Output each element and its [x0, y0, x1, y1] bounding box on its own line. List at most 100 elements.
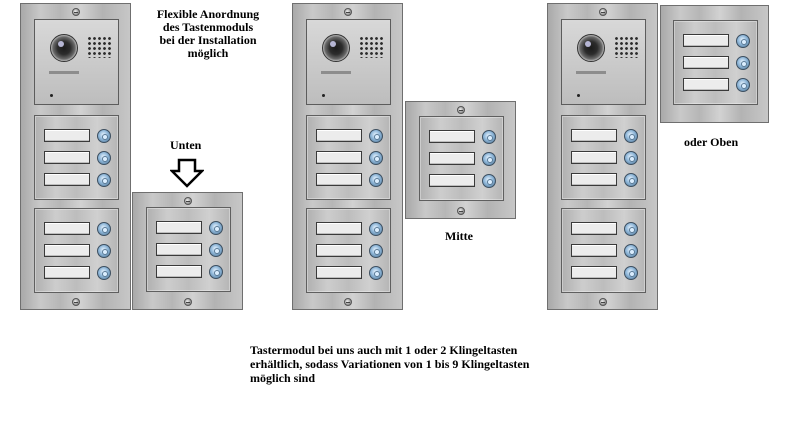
name-card — [316, 222, 362, 235]
screw-icon — [72, 298, 80, 306]
name-card — [156, 243, 202, 256]
name-card — [429, 130, 475, 143]
name-card — [44, 173, 90, 186]
name-card — [316, 129, 362, 142]
bell-button-icon[interactable] — [624, 129, 638, 143]
screw-icon — [599, 8, 607, 16]
screw-icon — [599, 298, 607, 306]
extra-module-unten — [132, 192, 243, 310]
name-card — [571, 244, 617, 257]
note-line-2: des Tastenmoduls — [162, 20, 254, 34]
bell-button-icon[interactable] — [736, 78, 750, 92]
bell-button-icon[interactable] — [482, 130, 496, 144]
bell-button-icon[interactable] — [624, 173, 638, 187]
button-module-top — [34, 115, 119, 200]
name-card — [316, 244, 362, 257]
bell-button-icon[interactable] — [624, 244, 638, 258]
name-card — [44, 129, 90, 142]
bell-button-icon[interactable] — [624, 266, 638, 280]
button-module — [419, 116, 504, 201]
name-card — [316, 173, 362, 186]
screw-icon — [344, 298, 352, 306]
camera-lens-icon — [50, 34, 78, 62]
name-card — [571, 173, 617, 186]
bell-button-icon[interactable] — [97, 266, 111, 280]
button-module — [146, 207, 231, 292]
bell-button-icon[interactable] — [97, 129, 111, 143]
brand-strip — [49, 71, 79, 74]
speaker-grill-icon — [359, 36, 383, 58]
name-card — [44, 266, 90, 279]
footer-line-3: möglich sind — [250, 371, 316, 385]
bell-button-icon[interactable] — [369, 244, 383, 258]
extra-module-oben — [660, 5, 769, 123]
button-module — [673, 20, 758, 105]
name-card — [683, 34, 729, 47]
label-oder-oben: oder Oben — [684, 135, 739, 149]
name-card — [571, 266, 617, 279]
name-card — [44, 244, 90, 257]
name-card — [156, 221, 202, 234]
bell-button-icon[interactable] — [369, 129, 383, 143]
bell-button-icon[interactable] — [482, 174, 496, 188]
bell-button-icon[interactable] — [624, 222, 638, 236]
panel-oben — [547, 3, 658, 310]
name-card — [571, 222, 617, 235]
flexible-arrangement-note: Flexible Anordnung des Tastenmoduls bei … — [143, 8, 273, 60]
camera-module — [34, 19, 119, 105]
name-card — [683, 56, 729, 69]
bell-button-icon[interactable] — [209, 243, 223, 257]
button-module-bottom — [34, 208, 119, 293]
camera-module — [306, 19, 391, 105]
name-card — [683, 78, 729, 91]
microphone-icon — [577, 94, 580, 97]
speaker-grill-icon — [614, 36, 638, 58]
bell-button-icon[interactable] — [97, 244, 111, 258]
brand-strip — [321, 71, 351, 74]
footer-note: Tastermodul bei uns auch mit 1 oder 2 Kl… — [250, 343, 570, 385]
panel-mitte — [292, 3, 403, 310]
microphone-icon — [50, 94, 53, 97]
label-mitte: Mitte — [445, 229, 473, 243]
bell-button-icon[interactable] — [97, 151, 111, 165]
label-unten: Unten — [170, 138, 202, 152]
button-module-top — [306, 115, 391, 200]
bell-button-icon[interactable] — [209, 265, 223, 279]
note-line-1: Flexible Anordnung — [156, 7, 260, 21]
button-module-bottom — [561, 208, 646, 293]
bell-button-icon[interactable] — [209, 221, 223, 235]
note-line-4: möglich — [187, 46, 229, 60]
name-card — [429, 152, 475, 165]
panel-unten — [20, 3, 131, 310]
bell-button-icon[interactable] — [369, 266, 383, 280]
button-module-top — [561, 115, 646, 200]
camera-lens-icon — [577, 34, 605, 62]
bell-button-icon[interactable] — [482, 152, 496, 166]
bell-button-icon[interactable] — [736, 34, 750, 48]
speaker-grill-icon — [87, 36, 111, 58]
note-line-3: bei der Installation — [159, 33, 257, 47]
footer-line-1: Tastermodul bei uns auch mit 1 oder 2 Kl… — [250, 343, 518, 357]
bell-button-icon[interactable] — [736, 56, 750, 70]
bell-button-icon[interactable] — [97, 173, 111, 187]
screw-icon — [457, 207, 465, 215]
screw-icon — [72, 8, 80, 16]
camera-module — [561, 19, 646, 105]
name-card — [571, 151, 617, 164]
screw-icon — [184, 197, 192, 205]
name-card — [429, 174, 475, 187]
button-module-bottom — [306, 208, 391, 293]
bell-button-icon[interactable] — [369, 151, 383, 165]
bell-button-icon[interactable] — [369, 173, 383, 187]
screw-icon — [457, 106, 465, 114]
name-card — [316, 151, 362, 164]
footer-line-2: erhältlich, sodass Variationen von 1 bis… — [250, 357, 530, 371]
name-card — [316, 266, 362, 279]
bell-button-icon[interactable] — [369, 222, 383, 236]
brand-strip — [576, 71, 606, 74]
name-card — [571, 129, 617, 142]
screw-icon — [344, 8, 352, 16]
bell-button-icon[interactable] — [624, 151, 638, 165]
arrow-down-outline-icon — [170, 158, 204, 188]
bell-button-icon[interactable] — [97, 222, 111, 236]
